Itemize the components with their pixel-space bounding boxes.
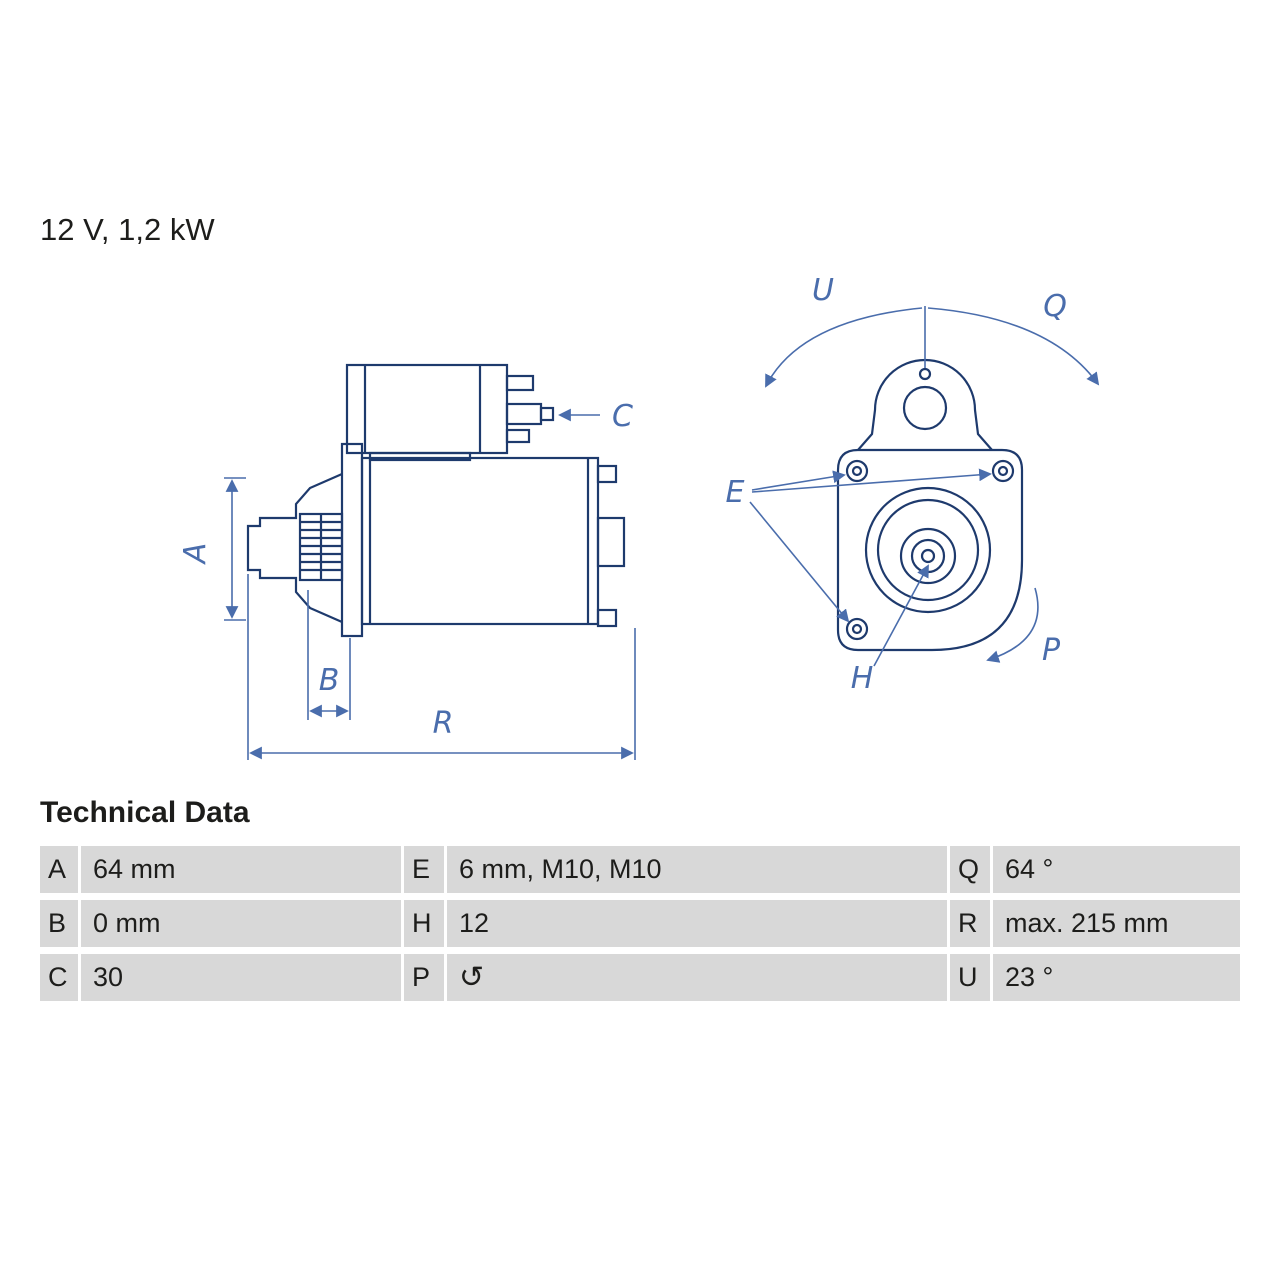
td-value-q: 64 °: [993, 846, 1240, 893]
td-key-q: Q: [950, 846, 990, 893]
dim-label-a: A: [178, 543, 213, 566]
dim-label-b: B: [319, 663, 340, 698]
td-key-u: U: [950, 954, 990, 1001]
td-value-p: ↺: [447, 954, 947, 1001]
td-key-p: P: [404, 954, 444, 1001]
td-value-r: max. 215 mm: [993, 900, 1240, 947]
rotation-ccw-icon: ↺: [459, 961, 485, 994]
dim-label-p: P: [1042, 633, 1061, 668]
dim-label-u: U: [812, 273, 834, 308]
dim-label-h: H: [851, 661, 874, 696]
pinion-gear: [298, 512, 344, 582]
td-value-h: 12: [447, 900, 947, 947]
td-value-b: 0 mm: [81, 900, 401, 947]
td-key-r: R: [950, 900, 990, 947]
dim-label-e: E: [726, 475, 745, 510]
front-view-annotations: [749, 306, 1100, 667]
td-key-h: H: [404, 900, 444, 947]
td-key-c: C: [40, 954, 78, 1001]
td-value-a: 64 mm: [81, 846, 401, 893]
technical-data-table: A 64 mm E 6 mm, M10, M10 Q 64 ° B 0 mm H…: [40, 846, 1240, 1001]
td-value-u: 23 °: [993, 954, 1240, 1001]
front-view: [836, 358, 1024, 652]
product-title: 12 V, 1,2 kW: [40, 212, 215, 247]
td-value-e: 6 mm, M10, M10: [447, 846, 947, 893]
td-key-e: E: [404, 846, 444, 893]
dim-label-r: R: [433, 706, 454, 741]
td-value-c: 30: [81, 954, 401, 1001]
dim-label-c: C: [612, 399, 633, 434]
technical-data-heading: Technical Data: [40, 796, 250, 829]
dim-label-q: Q: [1043, 289, 1067, 324]
td-key-b: B: [40, 900, 78, 947]
side-view: [246, 363, 626, 638]
side-view-dimensions: [224, 408, 636, 760]
starter-motor-drawing: A B R C: [178, 273, 1100, 760]
td-key-a: A: [40, 846, 78, 893]
